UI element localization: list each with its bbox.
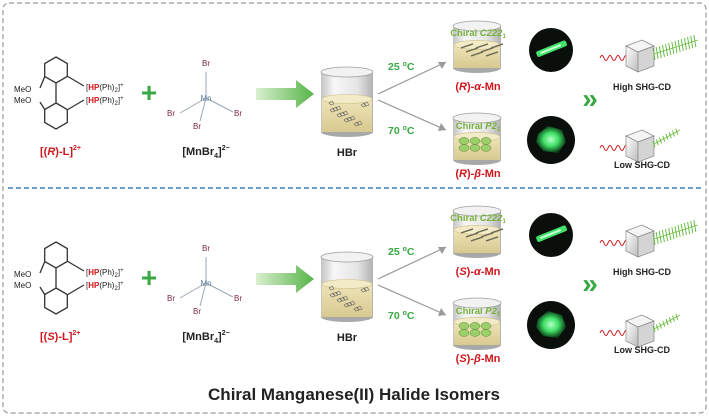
branch-arrowhead-top bbox=[438, 247, 446, 254]
product-label-top: (R)-α-Mn bbox=[455, 81, 501, 93]
phosphonium-label-1: [HP(Ph)2]+ bbox=[86, 268, 124, 279]
branch-arrow-top bbox=[377, 246, 447, 280]
crystal-photo-top bbox=[529, 213, 573, 257]
ligand-label: [(S)-L]2+ bbox=[40, 330, 80, 343]
ligand-structure bbox=[39, 241, 85, 315]
phosphonium-label-2: [HP(Ph)2]+ bbox=[86, 96, 124, 107]
plus-sign: + bbox=[141, 262, 157, 293]
shg-label-top: High SHG-CD bbox=[613, 82, 671, 92]
reaction-arrow bbox=[256, 265, 314, 293]
shg-high-illustration bbox=[599, 34, 699, 73]
space-group-label-top: Chiral C2221 bbox=[450, 213, 506, 225]
phosphonium-label-2: [HP(Ph)2]+ bbox=[86, 281, 124, 292]
space-group-label-top: Chiral C2221 bbox=[450, 28, 506, 40]
shg-low-illustration bbox=[599, 128, 681, 163]
mn-atom: Mn bbox=[200, 279, 211, 288]
chevron-arrows: » bbox=[582, 268, 598, 299]
plus-sign: + bbox=[141, 77, 157, 108]
shg-label-top: High SHG-CD bbox=[613, 267, 671, 277]
br-atom-4: Br bbox=[193, 122, 201, 131]
branch-arrowhead-bottom bbox=[438, 123, 446, 131]
solvent-label: HBr bbox=[337, 147, 358, 159]
temp-label-top: 25 oC bbox=[388, 246, 415, 258]
central-beaker bbox=[320, 251, 374, 322]
solvent-label: HBr bbox=[337, 332, 358, 344]
product-beaker-bottom bbox=[452, 112, 502, 165]
branch-arrowhead-bottom bbox=[438, 308, 446, 316]
shg-low-illustration bbox=[599, 313, 681, 348]
temp-label-bottom: 70 oC bbox=[388, 310, 415, 322]
branch-arrow-top bbox=[377, 61, 447, 95]
br-atom-1: Br bbox=[202, 244, 210, 253]
product-beaker-top bbox=[452, 205, 504, 258]
temp-label-bottom: 70 oC bbox=[388, 125, 415, 137]
shg-label-bottom: Low SHG-CD bbox=[614, 345, 670, 355]
methoxy-label-1: MeO bbox=[14, 85, 31, 94]
central-beaker bbox=[320, 66, 374, 137]
product-label-bottom: (R)-β-Mn bbox=[455, 168, 501, 180]
mnbr4-label: [MnBr4]2− bbox=[182, 145, 229, 160]
mnbr4-label: [MnBr4]2− bbox=[182, 330, 229, 345]
ligand-structure bbox=[39, 56, 85, 130]
shg-high-illustration bbox=[599, 219, 699, 258]
reaction-arrow bbox=[256, 80, 314, 108]
crystal-photo-bottom bbox=[527, 116, 575, 164]
methoxy-label-2: MeO bbox=[14, 281, 31, 290]
product-label-bottom: (S)-β-Mn bbox=[456, 353, 501, 365]
product-beaker-bottom bbox=[452, 297, 502, 350]
chevron-arrows: » bbox=[582, 83, 598, 114]
branch-arrow-bottom bbox=[377, 284, 447, 316]
branch-arrow-bottom bbox=[377, 99, 447, 131]
ligand-label: [(R)-L]2+ bbox=[40, 145, 81, 158]
mn-atom: Mn bbox=[200, 94, 211, 103]
phosphonium-label-1: [HP(Ph)2]+ bbox=[86, 83, 124, 94]
footer-title: Chiral Manganese(II) Halide Isomers bbox=[208, 385, 500, 404]
br-atom-3: Br bbox=[234, 294, 242, 303]
branch-arrowhead-top bbox=[438, 62, 446, 69]
panel-r-enantiomer: MeOMeO[HP(Ph)2]+[HP(Ph)2]+[(R)-L]2++MnBr… bbox=[14, 20, 699, 180]
br-atom-3: Br bbox=[234, 109, 242, 118]
crystal-photo-top bbox=[529, 28, 573, 72]
br-atom-1: Br bbox=[202, 59, 210, 68]
temp-label-top: 25 oC bbox=[388, 61, 415, 73]
product-label-top: (S)-α-Mn bbox=[456, 266, 501, 278]
crystal-photo-bottom bbox=[527, 301, 575, 349]
methoxy-label-2: MeO bbox=[14, 96, 31, 105]
product-beaker-top bbox=[452, 20, 504, 73]
shg-label-bottom: Low SHG-CD bbox=[614, 160, 670, 170]
space-group-label-bottom: Chiral P21 bbox=[456, 306, 501, 318]
panel-s-enantiomer: MeOMeO[HP(Ph)2]+[HP(Ph)2]+[(S)-L]2++MnBr… bbox=[14, 205, 699, 365]
br-atom-2: Br bbox=[167, 294, 175, 303]
br-atom-4: Br bbox=[193, 307, 201, 316]
methoxy-label-1: MeO bbox=[14, 270, 31, 279]
br-atom-2: Br bbox=[167, 109, 175, 118]
space-group-label-bottom: Chiral P21 bbox=[456, 121, 501, 133]
